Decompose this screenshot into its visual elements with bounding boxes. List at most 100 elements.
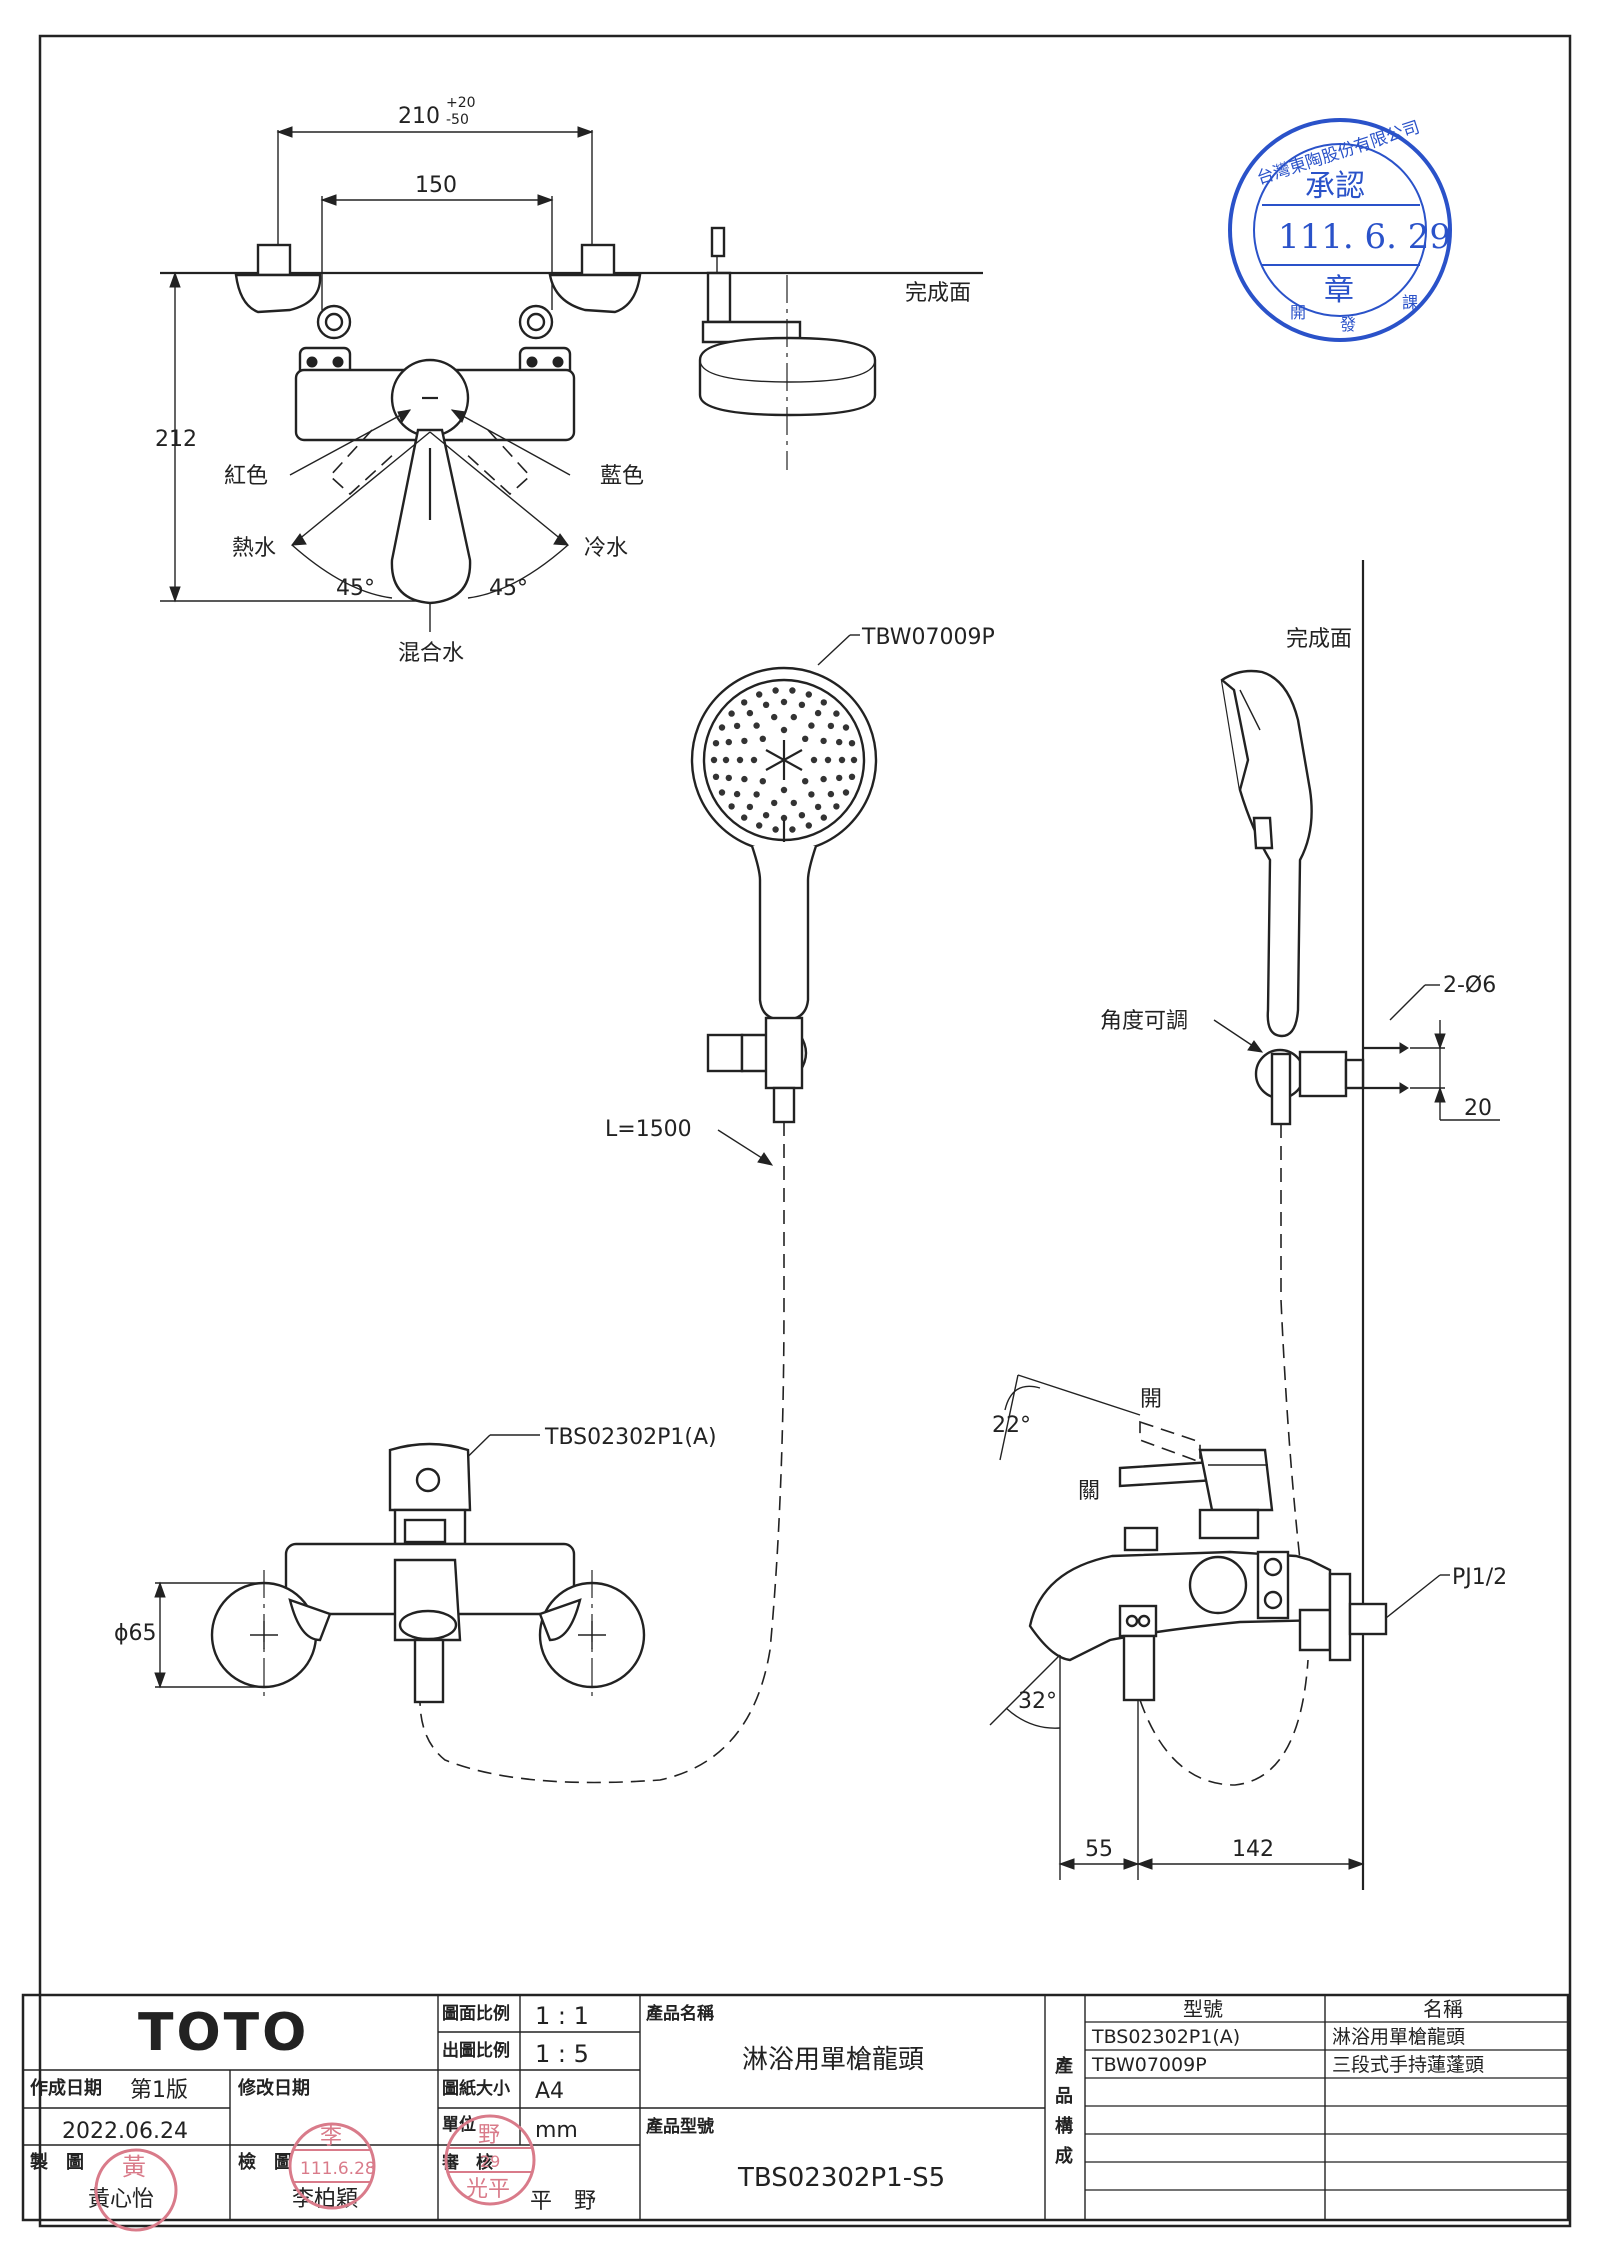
nozzle-dot [836,738,843,746]
nozzle-dot [725,738,732,746]
nozzle-dot [814,803,822,811]
product-model-label: 產品型號 [646,2116,714,2137]
nozzle-dot [746,803,754,811]
check-stamp-date: 111.6.28 [300,2159,376,2179]
nozzle-dot [848,740,856,747]
composition-label-4: 成 [1055,2145,1073,2167]
paper: A4 [535,2079,564,2104]
nozzle-dot [805,822,812,829]
nozzle-dot [736,756,744,764]
created-date: 2022.06.24 [62,2119,188,2144]
review-stamp-bottom: 光平 [466,2177,510,2202]
check-stamp-name: 李 [320,2125,342,2150]
angle-right-45: 45° [489,576,528,601]
nozzle-dot [780,814,788,822]
nozzle-dot [814,709,822,717]
nozzle-dot [827,722,835,730]
review-label: 審 核 [441,2152,493,2173]
nozzle-dot [762,701,770,708]
reviewer: 平 野 [530,2189,596,2214]
nozzle-dot [790,713,797,721]
stamp-dept-c: 課 [1402,293,1418,312]
nozzle-dot [741,737,748,745]
nozzle-dot [750,756,758,764]
nozzle-dot [712,740,720,747]
nozzle-dot [712,773,720,780]
stamp-seal: 章 [1324,273,1354,308]
unit-label: 單位 [442,2114,476,2135]
label-close: 關 [1078,1479,1100,1504]
scale-output: 1 : 5 [535,2040,589,2068]
nozzle-dot [833,710,840,717]
sheet-border [38,34,1572,2228]
faucet-side-view: 22° 開 關 PJ1/2 32° [989,1374,1507,1880]
nozzle-dot [838,756,846,764]
label-blue: 藍色 [600,464,644,489]
hand-shower-view: TBW07009P L=1500 [419,625,995,1784]
nozzle-dot [710,756,718,764]
label-mixed: 混合水 [398,641,464,666]
label-shower-model: TBW07009P [861,625,995,650]
nozzle-dot [802,778,809,785]
label-cold: 冷水 [584,536,628,561]
nozzle-dot [771,799,778,807]
product-name-label: 產品名稱 [646,2003,714,2024]
nozzle-dot [772,826,779,833]
label-faucet-model: TBS02302P1(A) [544,1425,717,1450]
finish-surface-label-top: 完成面 [905,281,971,306]
dim-55: 55 [1085,1837,1113,1862]
title-block: TOTO 作成日期 第1版 2022.06.24 修改日期 製 圖 黃心怡 檢 … [21,1993,1570,2232]
angle-32: 32° [1018,1689,1057,1714]
unit: mm [535,2118,578,2143]
nozzle-dot [722,756,730,764]
nozzle-dot [836,774,843,782]
nozzle-dot [780,786,788,794]
label-pj: PJ1/2 [1452,1565,1507,1590]
part-2-model: TBW07009P [1091,2054,1207,2076]
dim-210: 210 [398,104,440,129]
composition-label-2: 品 [1055,2086,1073,2107]
brand-logo: TOTO [138,2003,309,2063]
stamp-dept-b: 發 [1340,315,1356,334]
nozzle-dot [753,791,760,798]
nozzle-dot [790,799,797,807]
nozzle-dot [746,709,754,717]
dim-212: 212 [155,427,197,452]
review-stamp-top: 野 [478,2123,500,2148]
nozzle-dot [741,699,748,706]
spray-nozzles [710,687,858,833]
label-hot: 熱水 [232,536,276,561]
finish-surface-label-side: 完成面 [1286,627,1352,652]
nozzle-dot [850,756,858,764]
parts-header-model: 型號 [1183,1997,1223,2021]
nozzle-dot [820,699,827,706]
composition-label-1: 產 [1055,2055,1073,2077]
center-spray [765,740,803,780]
front-view: 210 +20 -50 150 完成面 212 [155,95,983,666]
composition-label-3: 構 [1055,2115,1073,2137]
nozzle-dot [808,791,815,798]
label-red: 紅色 [224,464,268,489]
nozzle-dot [780,698,788,706]
angle-22: 22° [992,1413,1031,1438]
label-hose-length: L=1500 [605,1117,692,1142]
nozzle-dot [805,691,812,698]
nozzle-dot [756,691,763,698]
dim-150: 150 [415,173,457,198]
label-open: 開 [1140,1387,1162,1412]
stamp-date: 111. 6. 29 [1278,217,1451,257]
nozzle-dot [848,773,856,780]
edition: 第1版 [130,2078,188,2103]
drawn-stamp-name: 黃 [122,2153,146,2181]
nozzle-dot [824,756,832,764]
nozzle-dot [808,722,815,729]
faucet-front-view: TBS02302P1(A) ϕ65 [114,1425,717,1704]
paper-label: 圖紙大小 [442,2078,510,2099]
part-1-name: 淋浴用單槍龍頭 [1332,2026,1465,2048]
checked-label: 檢 圖 [238,2151,292,2173]
nozzle-dot [725,774,732,782]
nozzle-dot [741,775,748,783]
nozzle-dot [820,775,827,783]
nozzle-dot [762,812,770,819]
nozzle-dot [789,687,796,694]
